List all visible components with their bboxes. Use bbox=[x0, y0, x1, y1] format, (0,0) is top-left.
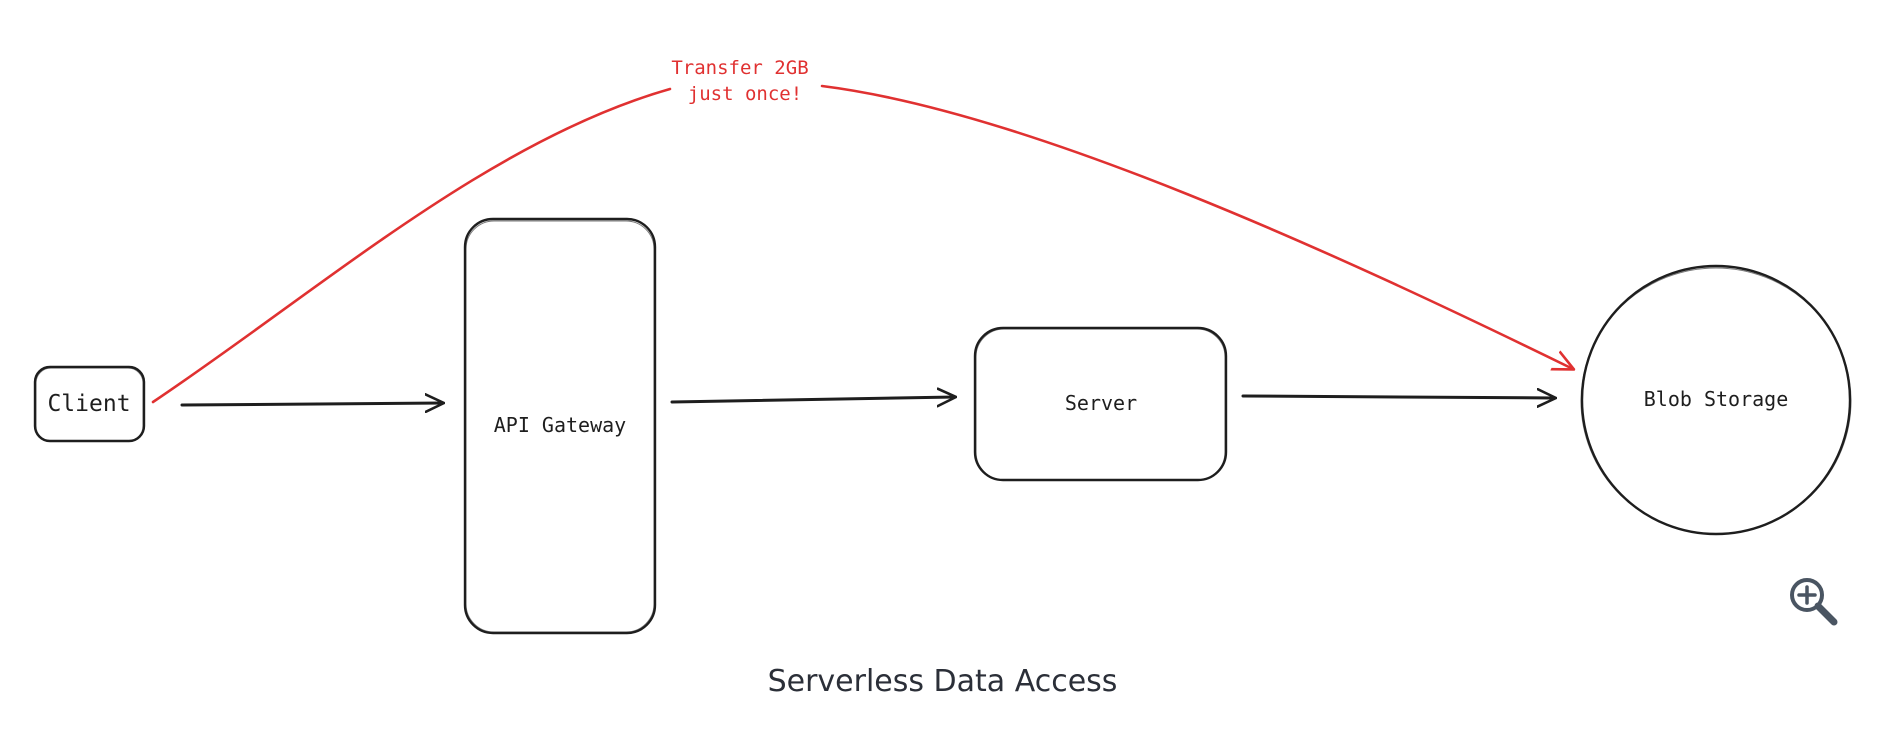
arrow-gateway-to-server bbox=[670, 397, 955, 402]
arrow-server-to-blob-storage bbox=[1241, 396, 1555, 398]
annotation-line-1: Transfer 2GB bbox=[671, 57, 808, 79]
zoom-in-icon bbox=[1790, 578, 1838, 626]
zoom-button[interactable] bbox=[1786, 574, 1840, 628]
server-node[interactable]: Server bbox=[973, 326, 1228, 482]
client-node[interactable]: Client bbox=[33, 365, 146, 443]
transfer-arrow-right-segment bbox=[820, 84, 1573, 369]
api-gateway-label: API Gateway bbox=[494, 413, 626, 437]
server-label: Server bbox=[1065, 391, 1137, 415]
client-label: Client bbox=[47, 391, 130, 417]
annotation-line-2: just once! bbox=[688, 83, 802, 105]
blob-storage-label: Blob Storage bbox=[1644, 387, 1789, 411]
api-gateway-node[interactable]: API Gateway bbox=[463, 217, 657, 635]
transfer-annotation: Transfer 2GB just once! bbox=[671, 57, 808, 105]
diagram-caption: Serverless Data Access bbox=[767, 664, 1118, 699]
arrow-client-to-gateway bbox=[180, 403, 443, 405]
transfer-arrow-left-segment bbox=[151, 87, 672, 404]
blob-storage-node[interactable]: Blob Storage bbox=[1580, 264, 1852, 536]
